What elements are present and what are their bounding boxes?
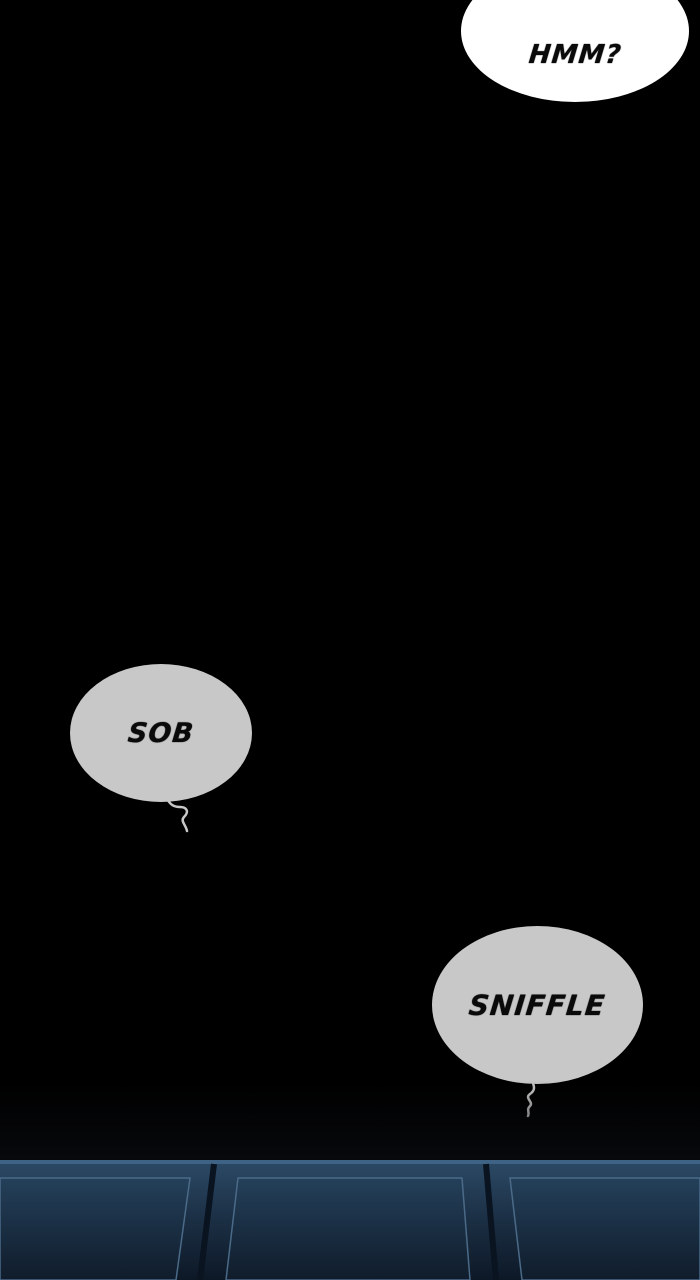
bubble-text-hmm: HMM? xyxy=(527,40,623,70)
bubble-text-sob: SOB xyxy=(126,717,196,749)
speech-bubble-sniffle: SNIFFLE xyxy=(432,926,643,1084)
tiled-floor xyxy=(0,1160,700,1280)
speech-bubble-hmm: HMM? xyxy=(461,0,689,102)
bubble-text-sniffle: SNIFFLE xyxy=(467,988,608,1022)
bubble-tail-sob xyxy=(164,795,189,833)
speech-bubble-sob: SOB xyxy=(70,664,252,802)
floor-shadow xyxy=(0,1080,700,1170)
